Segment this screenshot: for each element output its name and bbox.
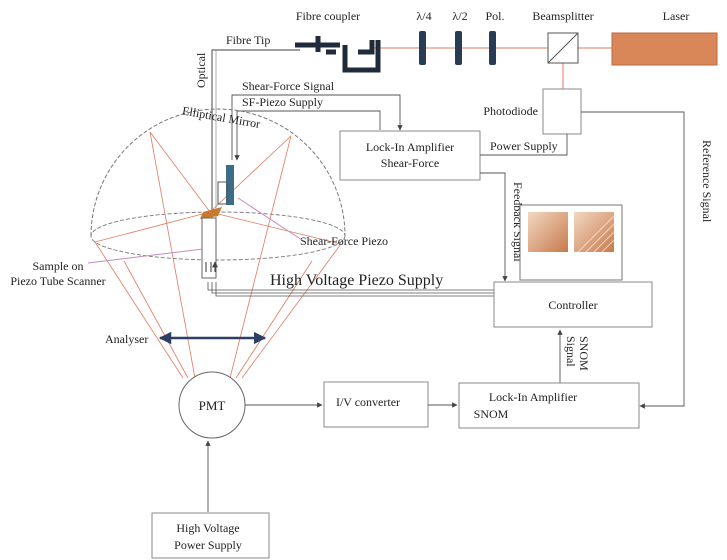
fibre-tip-label: Fibre Tip xyxy=(226,33,270,47)
half-wave-plate xyxy=(455,31,462,65)
shear-force-piezo-label: Shear-Force Piezo xyxy=(300,234,388,248)
pol-label: Pol. xyxy=(485,9,504,23)
laser-label: Laser xyxy=(663,9,690,23)
lambda4-label: λ/4 xyxy=(416,9,431,23)
sample-pointer xyxy=(88,249,203,263)
lockin-sf-line2: Shear-Force xyxy=(381,156,439,170)
polarizer xyxy=(489,31,496,65)
sample-label-1: Sample on xyxy=(33,259,84,273)
reference-signal-label: Reference Signal xyxy=(700,140,714,223)
shear-force-signal-label: Shear-Force Signal xyxy=(242,79,335,93)
snom-signal-label-2: Signal xyxy=(564,336,578,367)
computer-monitor xyxy=(520,205,622,280)
laser-body xyxy=(612,33,717,65)
hv-power-supply-line1: High Voltage xyxy=(176,521,239,535)
sample-plate xyxy=(200,207,222,219)
shear-force-piezo-pointer xyxy=(238,198,302,240)
power-supply-label: Power Supply xyxy=(490,139,558,153)
photodiode-label: Photodiode xyxy=(483,104,538,118)
controller-label: Controller xyxy=(548,298,597,312)
piezo-tube-scanner xyxy=(202,218,216,278)
fibre-coupler-label: Fibre coupler xyxy=(296,9,360,23)
sf-piezo-supply-label: SF-Piezo Supply xyxy=(242,95,323,109)
lockin-snom-line2: SNOM xyxy=(474,407,509,421)
lockin-sf-line1: Lock-In Amplifier xyxy=(366,140,454,154)
lambda2-label: λ/2 xyxy=(452,9,467,23)
hv-power-supply-line2: Power Supply xyxy=(174,538,242,552)
feedback-signal-wire xyxy=(480,173,505,281)
iv-converter-label: I/V converter xyxy=(336,395,400,409)
quarter-wave-plate xyxy=(419,31,426,65)
hv-piezo-supply-label: High Voltage Piezo Supply xyxy=(270,272,443,289)
beamsplitter-label: Beamsplitter xyxy=(532,9,593,23)
analyser-label: Analyser xyxy=(105,332,148,346)
beamsplitter-cube xyxy=(548,33,578,63)
optical-label: Optical xyxy=(194,52,208,88)
lockin-snom-line1: Lock-In Amplifier xyxy=(489,390,577,404)
sample-label-2: Piezo Tube Scanner xyxy=(10,274,105,288)
snom-signal-label-1: SNOM xyxy=(577,336,591,371)
photodiode-box xyxy=(543,89,581,134)
fibre-coupler xyxy=(295,36,378,70)
pmt-label: PMT xyxy=(199,398,226,413)
